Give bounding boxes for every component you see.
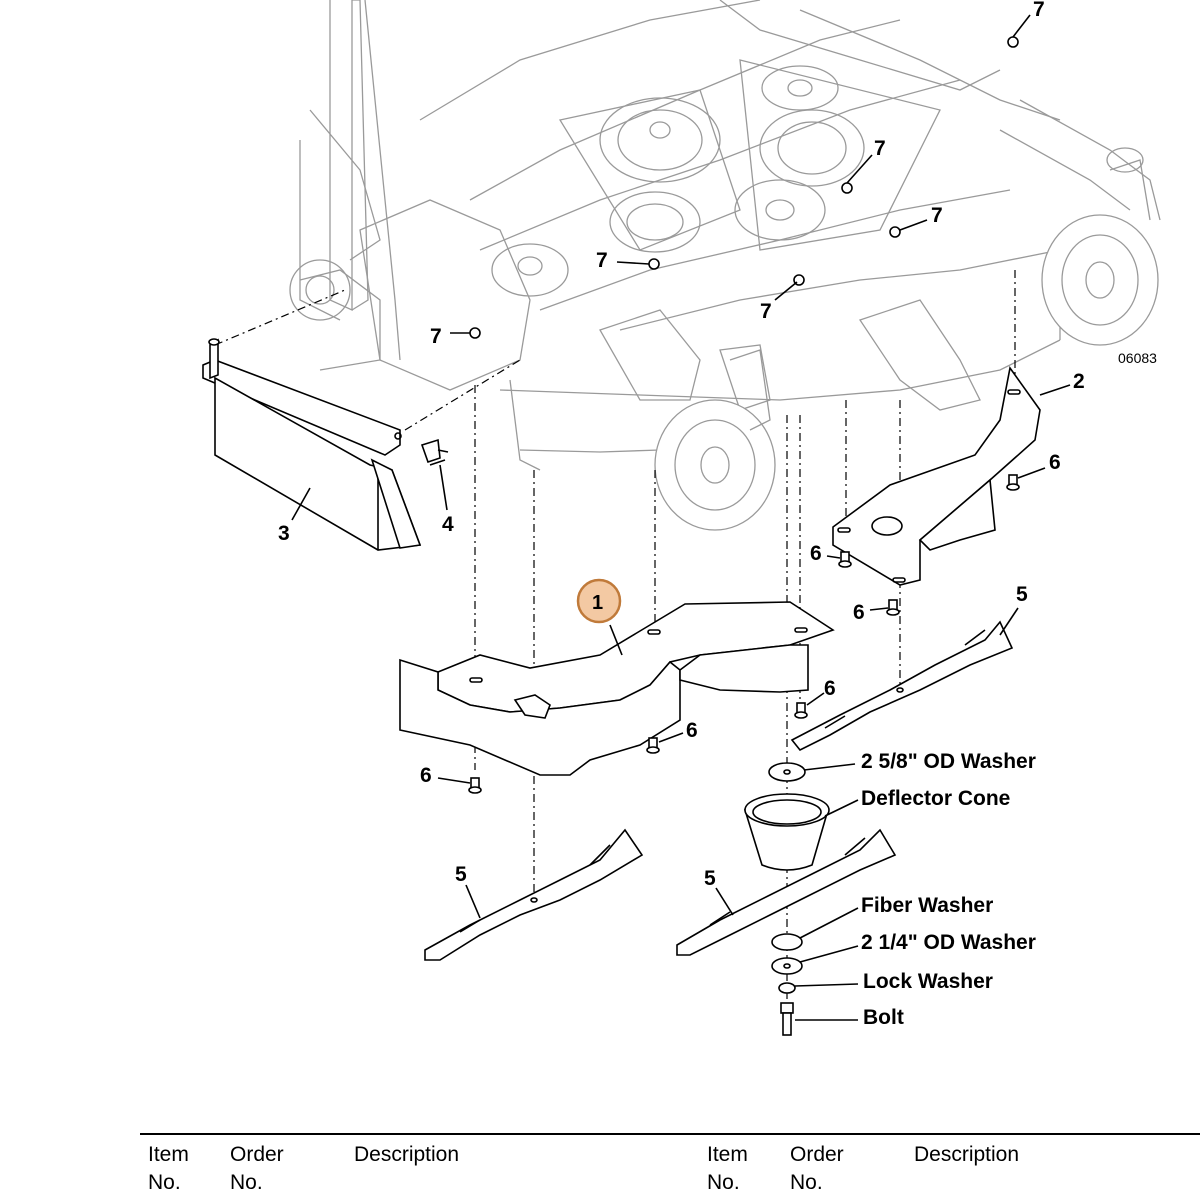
callout-1: 1 <box>592 592 603 614</box>
callout-6: 6 <box>420 764 432 787</box>
callout-6: 6 <box>853 601 865 624</box>
label-lock-washer: Lock Washer <box>863 970 993 993</box>
item-7-nut <box>648 258 660 270</box>
item-1-baffle <box>399 601 835 776</box>
fasteners <box>468 36 1020 794</box>
item-6-bolt <box>468 777 482 794</box>
assembly-dashed-lines <box>214 270 1016 1000</box>
item-7-nut <box>889 226 901 238</box>
callout-7: 7 <box>760 300 772 323</box>
callout-7: 7 <box>1033 0 1045 21</box>
callout-4: 4 <box>442 513 454 536</box>
item-6-bolt <box>838 551 852 568</box>
callout-7: 7 <box>430 325 442 348</box>
callout-3: 3 <box>278 522 290 545</box>
col-description-right: Description <box>914 1143 1020 1166</box>
callout-6: 6 <box>1049 451 1061 474</box>
item-4-knob <box>420 438 449 466</box>
washer-2-1-4 <box>771 957 803 975</box>
item-6-bolt <box>646 737 660 754</box>
fiber-washer <box>771 933 803 951</box>
col-order-no-right: Order No. <box>790 1143 844 1194</box>
label-fiber-washer: Fiber Washer <box>861 894 993 917</box>
callout-1-highlighted[interactable]: 1 <box>576 578 622 624</box>
callout-7: 7 <box>931 204 943 227</box>
callout-5: 5 <box>455 863 467 886</box>
label-washer-2-1-4: 2 1/4" OD Washer <box>861 931 1036 954</box>
callout-6: 6 <box>810 542 822 565</box>
callouts: 7 7 7 7 7 7 2 6 3 4 6 6 5 6 6 6 5 5 <box>278 0 1085 890</box>
callout-6: 6 <box>824 677 836 700</box>
callout-5: 5 <box>1016 583 1028 606</box>
caster-wheel-right <box>1041 214 1159 346</box>
item-5-blade-center <box>676 828 897 956</box>
callout-7: 7 <box>596 249 608 272</box>
item-5-blade-right <box>790 620 1014 752</box>
caster-wheel-left-front <box>654 399 776 531</box>
item-3-discharge-chute <box>202 338 422 551</box>
label-bolt: Bolt <box>863 1006 904 1029</box>
callout-5: 5 <box>704 867 716 890</box>
col-order-no-left: Order No. <box>230 1143 284 1194</box>
washer-2-5-8 <box>768 762 806 782</box>
deflector-cone <box>743 793 830 871</box>
col-item-no-right: Item No. <box>707 1143 748 1194</box>
callout-7: 7 <box>874 137 886 160</box>
mower-deck-background <box>289 0 1161 531</box>
caster-wheel-left-rear <box>289 259 351 321</box>
leader-lines <box>291 14 1071 1021</box>
part-labels: 2 5/8" OD Washer Deflector Cone Fiber Wa… <box>861 750 1036 1029</box>
col-item-no-left: Item No. <box>148 1143 189 1194</box>
callout-6: 6 <box>686 719 698 742</box>
callout-2: 2 <box>1073 370 1085 393</box>
col-description-left: Description <box>354 1143 460 1166</box>
figure-id: 06083 <box>1118 350 1157 366</box>
bolt <box>780 1002 794 1036</box>
label-deflector-cone: Deflector Cone <box>861 787 1010 810</box>
lock-washer <box>778 982 796 994</box>
item-6-bolt <box>1006 474 1020 491</box>
item-6-bolt <box>886 599 900 616</box>
label-washer-2-5-8: 2 5/8" OD Washer <box>861 750 1036 773</box>
parts-table-header: Item No. Order No. Description Item No. … <box>140 1133 1200 1202</box>
item-7-nut <box>841 182 853 194</box>
item-2-baffle <box>832 366 1041 586</box>
item-7-nut <box>469 327 481 339</box>
hardware-stack <box>743 762 830 1036</box>
item-6-bolt <box>794 702 808 719</box>
item-7-nut <box>1007 36 1019 48</box>
item-5-blade-left <box>424 828 644 961</box>
